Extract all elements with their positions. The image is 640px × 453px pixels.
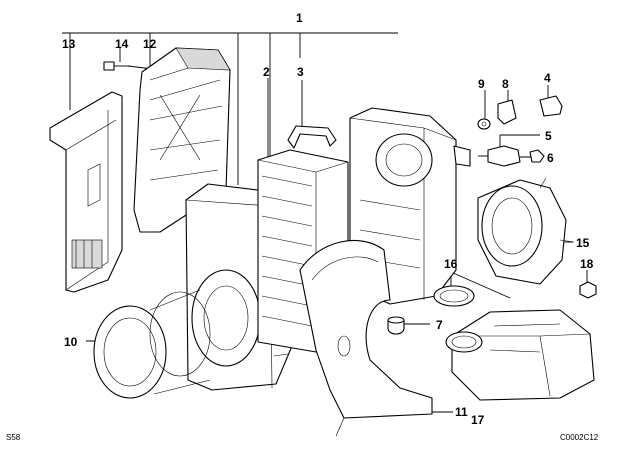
intake-elbow-11	[299, 239, 433, 437]
intake-duct-15	[477, 177, 575, 285]
callout-labels: 1 2 3 4 5 6 7 8 9 10 11 12 13 14 15 16 1…	[62, 11, 594, 427]
callout-18: 18	[580, 257, 594, 271]
callout-10: 10	[64, 335, 78, 349]
callout-13: 13	[62, 37, 76, 51]
callout-1: 1	[296, 11, 303, 25]
intake-ring-10	[93, 289, 211, 399]
callout-17: 17	[471, 413, 485, 427]
nut-18	[579, 281, 597, 299]
resonator-17	[445, 309, 595, 401]
callout-2: 2	[263, 65, 270, 79]
callout-15: 15	[576, 236, 590, 250]
callout-8: 8	[502, 77, 509, 91]
callout-5: 5	[545, 129, 552, 143]
valve-5	[478, 145, 521, 167]
callout-14: 14	[115, 37, 129, 51]
washer-9	[477, 118, 491, 130]
corner-code-right: C0002C12	[560, 433, 599, 442]
seal-ring-16	[433, 285, 475, 307]
bracket-panel-13	[49, 91, 123, 293]
nut-6	[529, 149, 545, 163]
callout-4: 4	[544, 71, 551, 85]
callout-16: 16	[444, 257, 458, 271]
callout-3: 3	[297, 65, 304, 79]
callout-11: 11	[455, 405, 468, 419]
callout-9: 9	[478, 77, 485, 91]
grommet-7	[387, 316, 405, 335]
clip-3	[287, 125, 337, 149]
bolt-14	[103, 61, 130, 71]
sensor-8	[497, 99, 517, 125]
callout-6: 6	[547, 151, 554, 165]
corner-code-left: S58	[6, 433, 21, 442]
callout-7: 7	[436, 318, 443, 332]
callout-12: 12	[143, 37, 157, 51]
clip-4	[539, 95, 563, 117]
